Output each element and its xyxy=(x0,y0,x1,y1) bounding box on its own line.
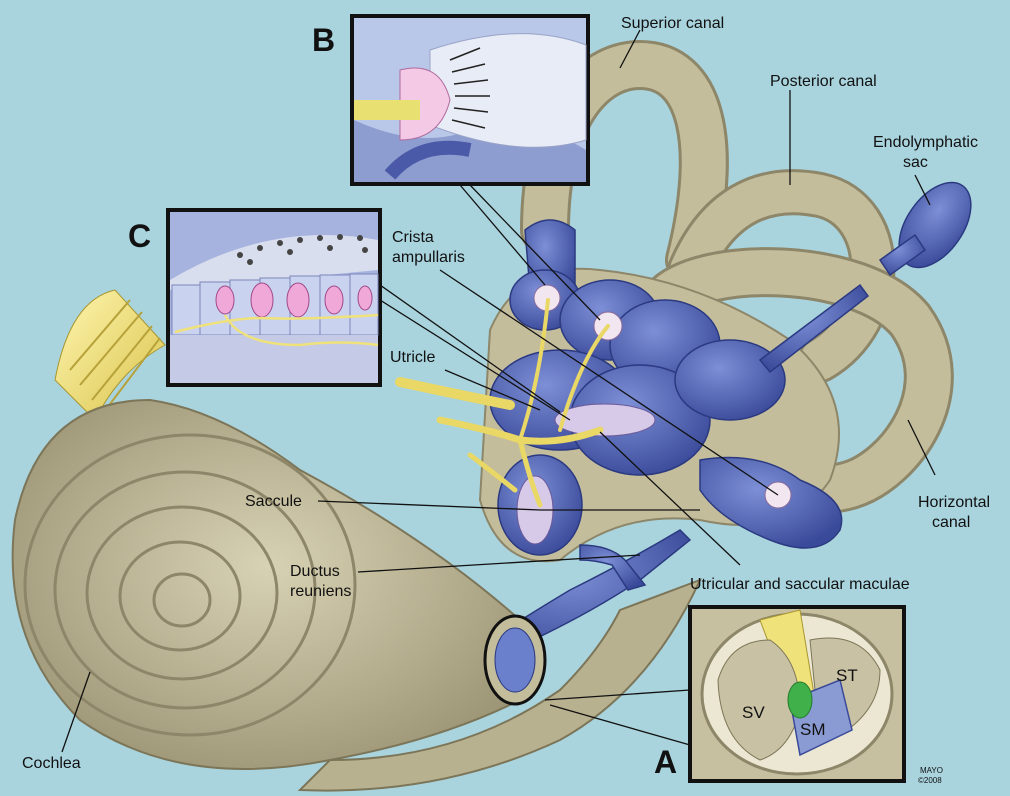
panel-a-cross-section xyxy=(690,607,904,781)
label-utricle: Utricle xyxy=(390,348,435,367)
label-horizontal-canal-line2: canal xyxy=(932,513,970,532)
credit-mayo: MAYO xyxy=(920,766,943,775)
label-utricular-saccular-maculae: Utricular and saccular maculae xyxy=(690,575,910,594)
panel-letter-c: C xyxy=(128,218,151,255)
label-crista-ampullaris-line1: Crista xyxy=(392,228,434,247)
label-superior-canal: Superior canal xyxy=(621,14,724,33)
label-cochlea: Cochlea xyxy=(22,754,81,773)
label-horizontal-canal-line1: Horizontal xyxy=(918,493,990,512)
panel-b-crista-detail xyxy=(352,16,588,184)
cross-section-sv: SV xyxy=(742,703,765,723)
label-endolymphatic-sac-line1: Endolymphatic xyxy=(873,133,978,152)
cross-section-sm: SM xyxy=(800,720,826,740)
panel-letter-b: B xyxy=(312,22,335,59)
label-saccule: Saccule xyxy=(245,492,302,511)
label-ductus-reuniens-line2: reuniens xyxy=(290,582,351,601)
label-crista-ampullaris-line2: ampullaris xyxy=(392,248,465,267)
label-endolymphatic-sac-line2: sac xyxy=(903,153,928,172)
cross-section-st: ST xyxy=(836,666,858,686)
label-ductus-reuniens-line1: Ductus xyxy=(290,562,340,581)
label-posterior-canal: Posterior canal xyxy=(770,72,877,91)
panel-letter-a: A xyxy=(654,744,677,781)
credit-year: ©2008 xyxy=(918,776,942,785)
panel-c-macula-detail xyxy=(168,210,380,385)
